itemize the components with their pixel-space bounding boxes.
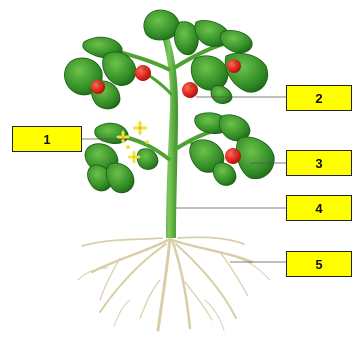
label-box-1: 1 — [12, 126, 82, 152]
label-box-3: 3 — [286, 150, 352, 176]
flower-icon — [133, 121, 147, 135]
tomato-fruit — [135, 65, 151, 81]
tomato-fruit — [227, 59, 241, 73]
label-box-4: 4 — [286, 195, 352, 221]
tomato-fruit — [225, 148, 241, 164]
label-box-2: 2 — [286, 85, 352, 111]
tomato-fruit — [91, 80, 105, 94]
tomato-fruit — [182, 82, 198, 98]
label-box-5: 5 — [286, 251, 352, 277]
roots — [78, 237, 270, 330]
